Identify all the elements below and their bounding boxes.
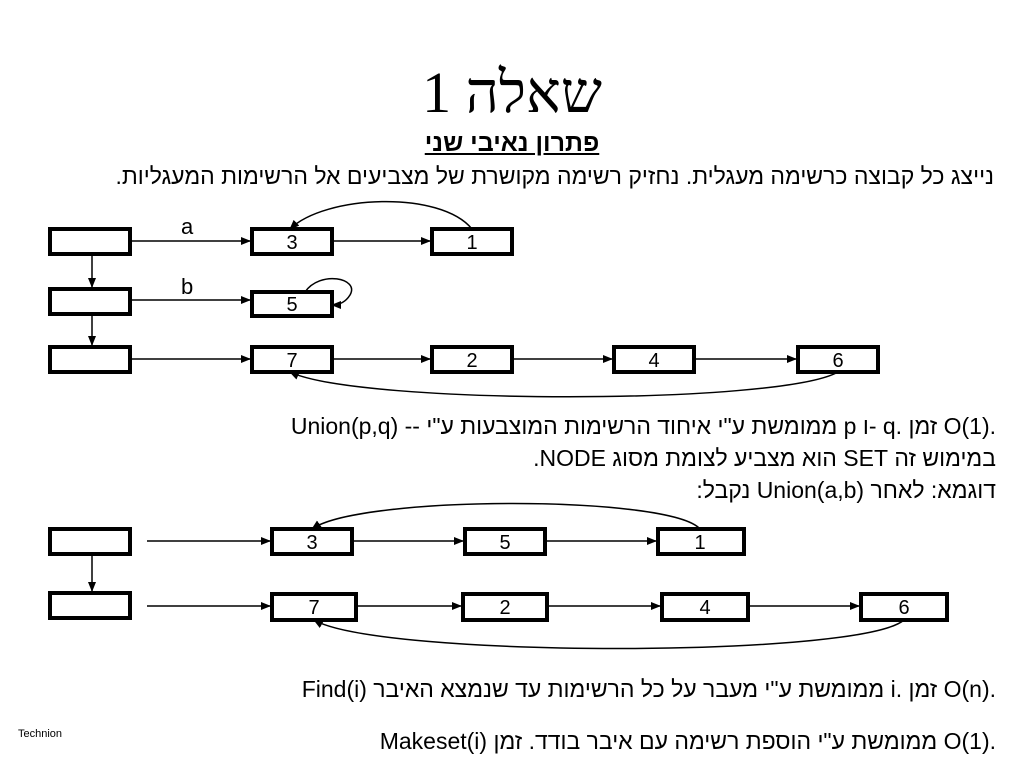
edge-label-b: b bbox=[181, 274, 193, 299]
back-arrow bbox=[311, 502, 701, 530]
node-label: 2 bbox=[499, 597, 510, 619]
node-label: 7 bbox=[308, 597, 319, 619]
intro-text: נייצג כל קבוצה כרשימה מעגלית. נחזיק רשימ… bbox=[115, 163, 995, 189]
makeset-text: Makeset(i) ממומשת ע"י הוספת רשימה עם איב… bbox=[379, 728, 996, 754]
node-box bbox=[250, 290, 334, 318]
node-label: 5 bbox=[286, 294, 297, 316]
diagram-1: a 3 1 b 5 7 2 4 6 bbox=[48, 200, 880, 398]
example-text: דוגמא: לאחר Union(a,b) נקבל: bbox=[696, 477, 996, 503]
footer-technion: Technion bbox=[18, 728, 63, 740]
node-label: 1 bbox=[694, 532, 705, 554]
node-box bbox=[656, 527, 746, 556]
header-box-c bbox=[48, 345, 132, 374]
node-label: 2 bbox=[466, 350, 477, 372]
header-box bbox=[48, 527, 132, 556]
node-label: 1 bbox=[466, 232, 477, 254]
header-box-b bbox=[48, 287, 132, 316]
back-arrow bbox=[289, 200, 473, 230]
header-box bbox=[48, 591, 132, 620]
back-arrow bbox=[313, 619, 905, 650]
slide-title: שאלה 1 bbox=[422, 60, 602, 125]
node-label: 7 bbox=[286, 350, 297, 372]
find-text: Find(i) ממומשת ע"י מעבר על כל הרשימות עד… bbox=[301, 676, 996, 702]
node-label: 6 bbox=[898, 597, 909, 619]
node-label: 3 bbox=[286, 232, 297, 254]
edge-label-a: a bbox=[181, 214, 194, 239]
set-text: במימוש זה SET הוא מצביע לצומת מסוג NODE. bbox=[533, 445, 996, 471]
back-arrow bbox=[289, 371, 839, 398]
node-box bbox=[660, 592, 750, 622]
node-label: 4 bbox=[648, 350, 659, 372]
self-loop-arrow bbox=[304, 277, 353, 309]
header-box-a bbox=[48, 227, 132, 256]
node-label: 4 bbox=[699, 597, 710, 619]
node-box bbox=[250, 227, 334, 256]
node-box bbox=[612, 345, 696, 374]
node-label: 3 bbox=[306, 532, 317, 554]
union-text: Union(p,q) -- ממומשת ע"י איחוד הרשימות ה… bbox=[290, 413, 996, 439]
node-label: 6 bbox=[832, 350, 843, 372]
node-label: 5 bbox=[499, 532, 510, 554]
node-box bbox=[461, 592, 549, 622]
diagram-2: 3 5 1 7 2 4 6 bbox=[48, 502, 949, 650]
slide-subtitle: פתרון נאיבי שני bbox=[424, 129, 600, 157]
